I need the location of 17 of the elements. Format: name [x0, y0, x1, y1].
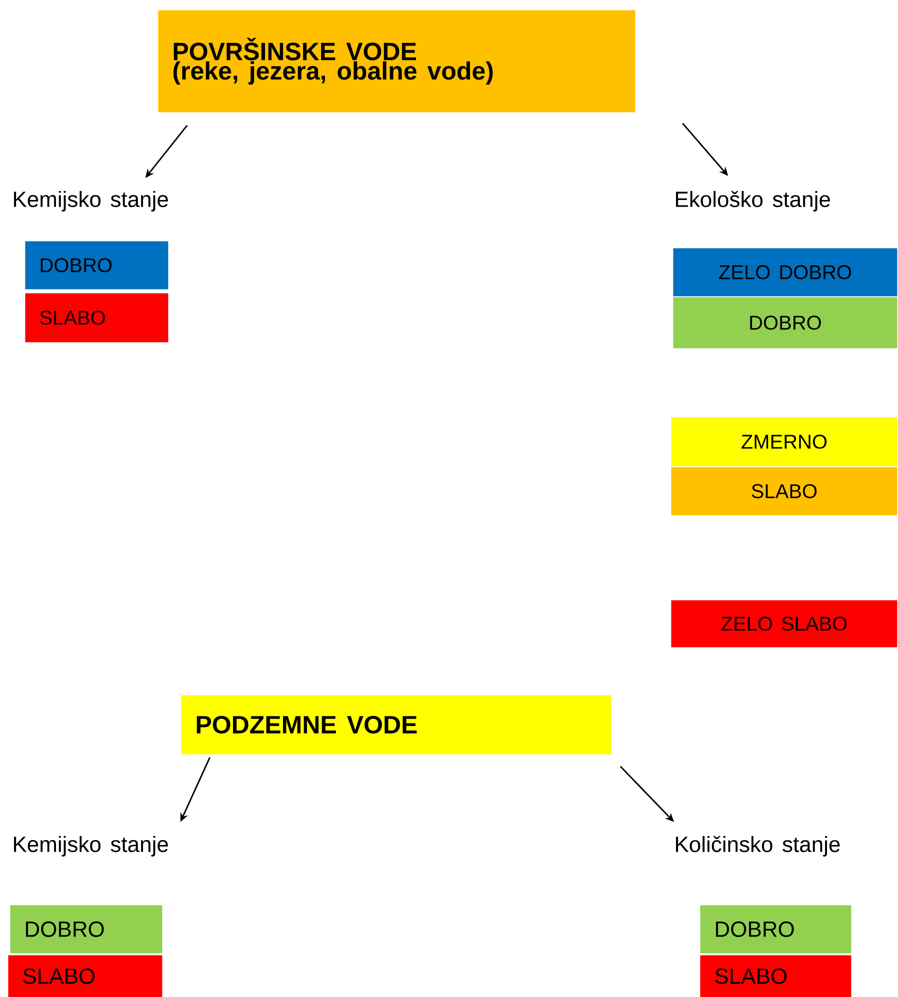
status-box: SLABO: [25, 293, 168, 342]
status-box: DOBRO: [700, 905, 852, 954]
status-box: SLABO: [671, 467, 898, 516]
status-box: SLABO: [700, 955, 852, 997]
status-box: ZELO DOBRO: [673, 248, 898, 296]
status-box: DOBRO: [10, 905, 162, 954]
category-label: Količinsko stanje: [676, 836, 840, 856]
heading-box: POVRŠINSKE VODE (reke, jezera, obalne vode): [158, 10, 636, 112]
status-box: ZELO SLABO: [671, 600, 898, 648]
status-box: DOBRO: [673, 297, 898, 348]
status-box: ZMERNO: [671, 417, 898, 466]
category-label: Kemijsko stanje: [14, 836, 168, 856]
heading-box: PODZEMNE VODE: [181, 695, 612, 754]
category-label: Kemijsko stanje: [14, 190, 168, 212]
status-box: SLABO: [8, 955, 162, 997]
category-label: Ekološko stanje: [676, 190, 830, 212]
status-box: DOBRO: [25, 241, 168, 290]
